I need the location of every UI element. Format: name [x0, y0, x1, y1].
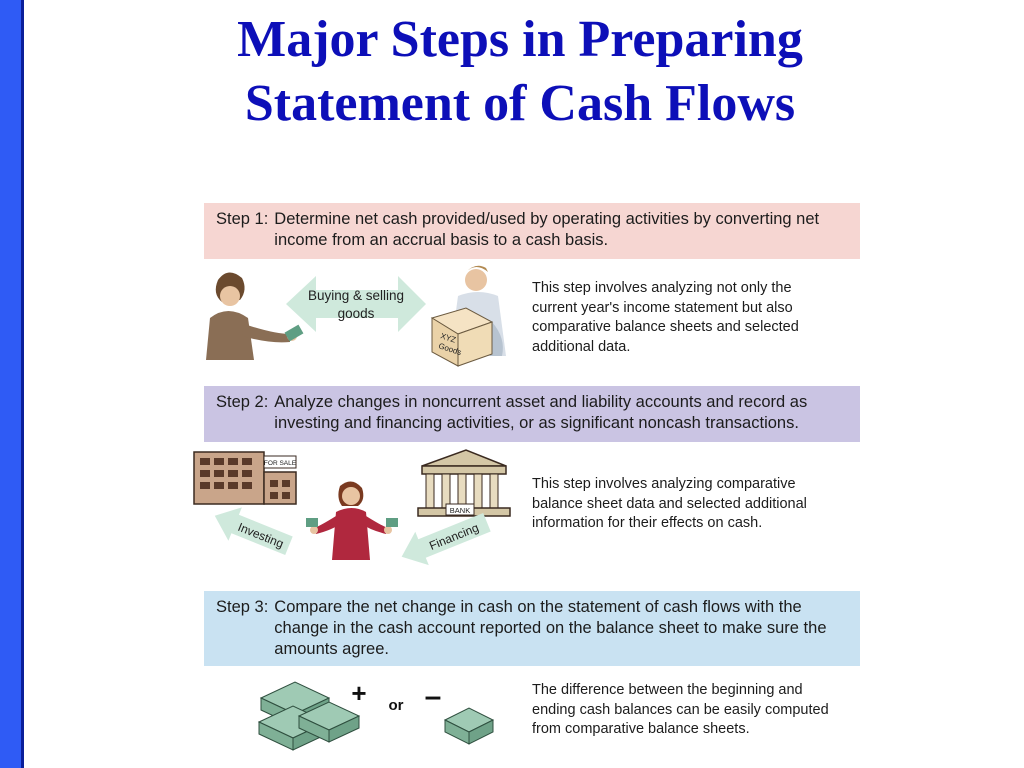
sign-text: FOR SALE	[264, 460, 297, 467]
investing-arrow-icon	[214, 507, 293, 556]
step-1-illustration: Buying & selling goods XYZ Goods	[206, 265, 506, 367]
step-2-illustration: FOR SALE Investing BANK Financing	[193, 449, 511, 566]
bank-sign-icon	[445, 503, 475, 516]
title-line-1: Major Steps in Preparing	[237, 11, 803, 68]
goods-box-icon: XYZ Goods	[430, 307, 494, 367]
businesswoman-icon	[206, 272, 297, 360]
slide-title: Major Steps in Preparing Statement of Ca…	[90, 8, 950, 136]
minus-sign: –	[425, 680, 442, 713]
cash-stack-icon	[297, 701, 361, 743]
arrow-text-2: goods	[338, 306, 375, 321]
step-2-box: Step 2: Analyze changes in noncurrent as…	[204, 386, 860, 442]
money-icon	[386, 518, 398, 527]
cash-stack-icon	[443, 707, 495, 745]
step-2-description: This step involves analyzing comparative…	[532, 476, 807, 531]
step-1-label: Step 1:	[216, 210, 269, 228]
step-3-box: Step 3: Compare the net change in cash o…	[204, 591, 860, 666]
bank-text: BANK	[450, 506, 470, 515]
step-3-description: The difference between the beginning and…	[532, 682, 829, 737]
or-text: or	[389, 697, 404, 714]
for-sale-sign-icon	[263, 455, 297, 469]
businesswoman-icon	[310, 481, 392, 560]
plus-sign: +	[351, 678, 366, 708]
step-3-text: Compare the net change in cash on the st…	[274, 598, 827, 658]
double-arrow-icon	[286, 276, 426, 332]
step-3-illustration: + or –	[257, 678, 495, 751]
arrow-text-1: Buying & selling	[308, 288, 404, 303]
step-3-label: Step 3:	[216, 598, 269, 616]
financing-arrow-icon	[401, 512, 491, 566]
step-2-label: Step 2:	[216, 393, 269, 411]
sidebar-accent-bar	[0, 0, 24, 768]
money-icon	[284, 324, 304, 342]
title-line-2: Statement of Cash Flows	[244, 75, 796, 132]
step-1-box: Step 1: Determine net cash provided/used…	[204, 203, 860, 259]
step-1-text: Determine net cash provided/used by oper…	[274, 210, 820, 249]
building-for-sale-icon	[193, 451, 297, 505]
money-icon	[306, 518, 318, 527]
step-1-description: This step involves analyzing not only th…	[532, 280, 799, 355]
step-2-text: Analyze changes in noncurrent asset and …	[274, 393, 808, 432]
